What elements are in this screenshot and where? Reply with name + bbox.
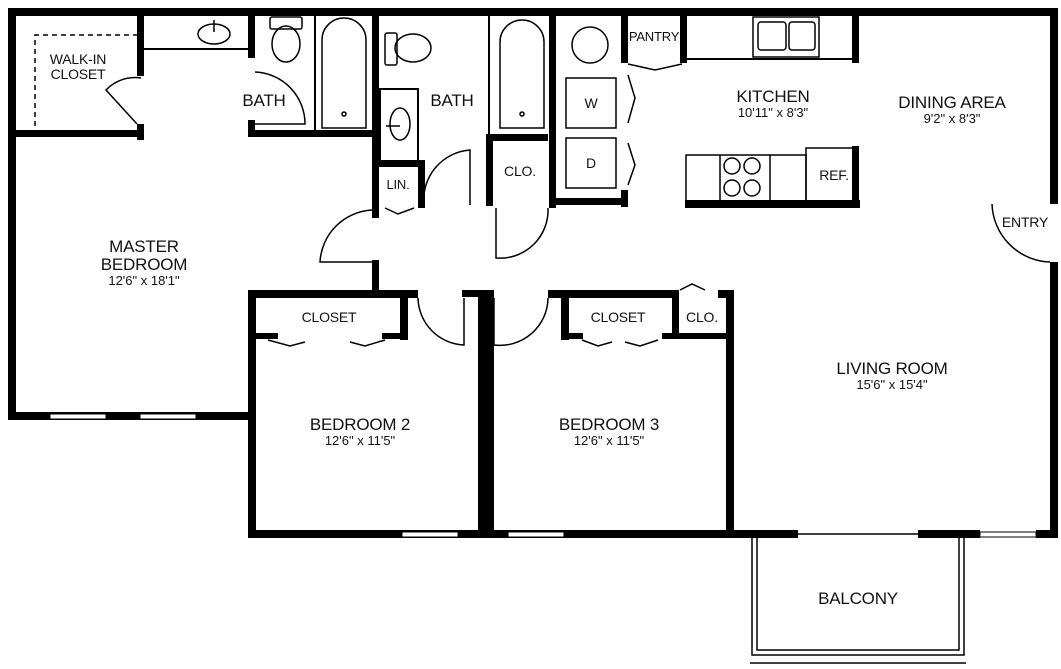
- bedroom3-label: BEDROOM 3 12'6" x 11'5": [558, 415, 660, 448]
- bedroom3-closet-label: CLOSET: [590, 309, 646, 325]
- master-bath-label: BATH: [242, 91, 286, 110]
- refrigerator-label: REF.: [819, 167, 849, 183]
- hall-bath-label: BATH: [430, 91, 474, 110]
- fixtures: [34, 16, 1051, 664]
- living-room-label: LIVING ROOM 15'6" x 15'4": [836, 359, 948, 392]
- entry-label: ENTRY: [1001, 214, 1049, 230]
- walls: [8, 8, 1058, 538]
- windows: [49, 413, 1037, 538]
- master-bedroom-label: MASTER BEDROOM 12'6" x 18'1": [100, 237, 188, 288]
- hall-closet-label: CLO.: [504, 163, 536, 179]
- walk-in-closet-label: WALK-IN CLOSET: [49, 51, 107, 82]
- bedroom2-label: BEDROOM 2 12'6" x 11'5": [309, 415, 411, 448]
- dryer-label: D: [586, 155, 596, 171]
- kitchen-label: KITCHEN 10'11" x 8'3": [736, 87, 810, 120]
- washer-label: W: [584, 95, 598, 111]
- bedroom2-closet-label: CLOSET: [301, 309, 357, 325]
- balcony-label: BALCONY: [818, 589, 898, 608]
- linen-closet-label: LIN.: [386, 177, 410, 192]
- small-closet-label: CLO.: [686, 309, 718, 325]
- dining-area-label: DINING AREA 9'2" x 8'3": [898, 93, 1006, 126]
- pantry-label: PANTRY: [628, 29, 680, 44]
